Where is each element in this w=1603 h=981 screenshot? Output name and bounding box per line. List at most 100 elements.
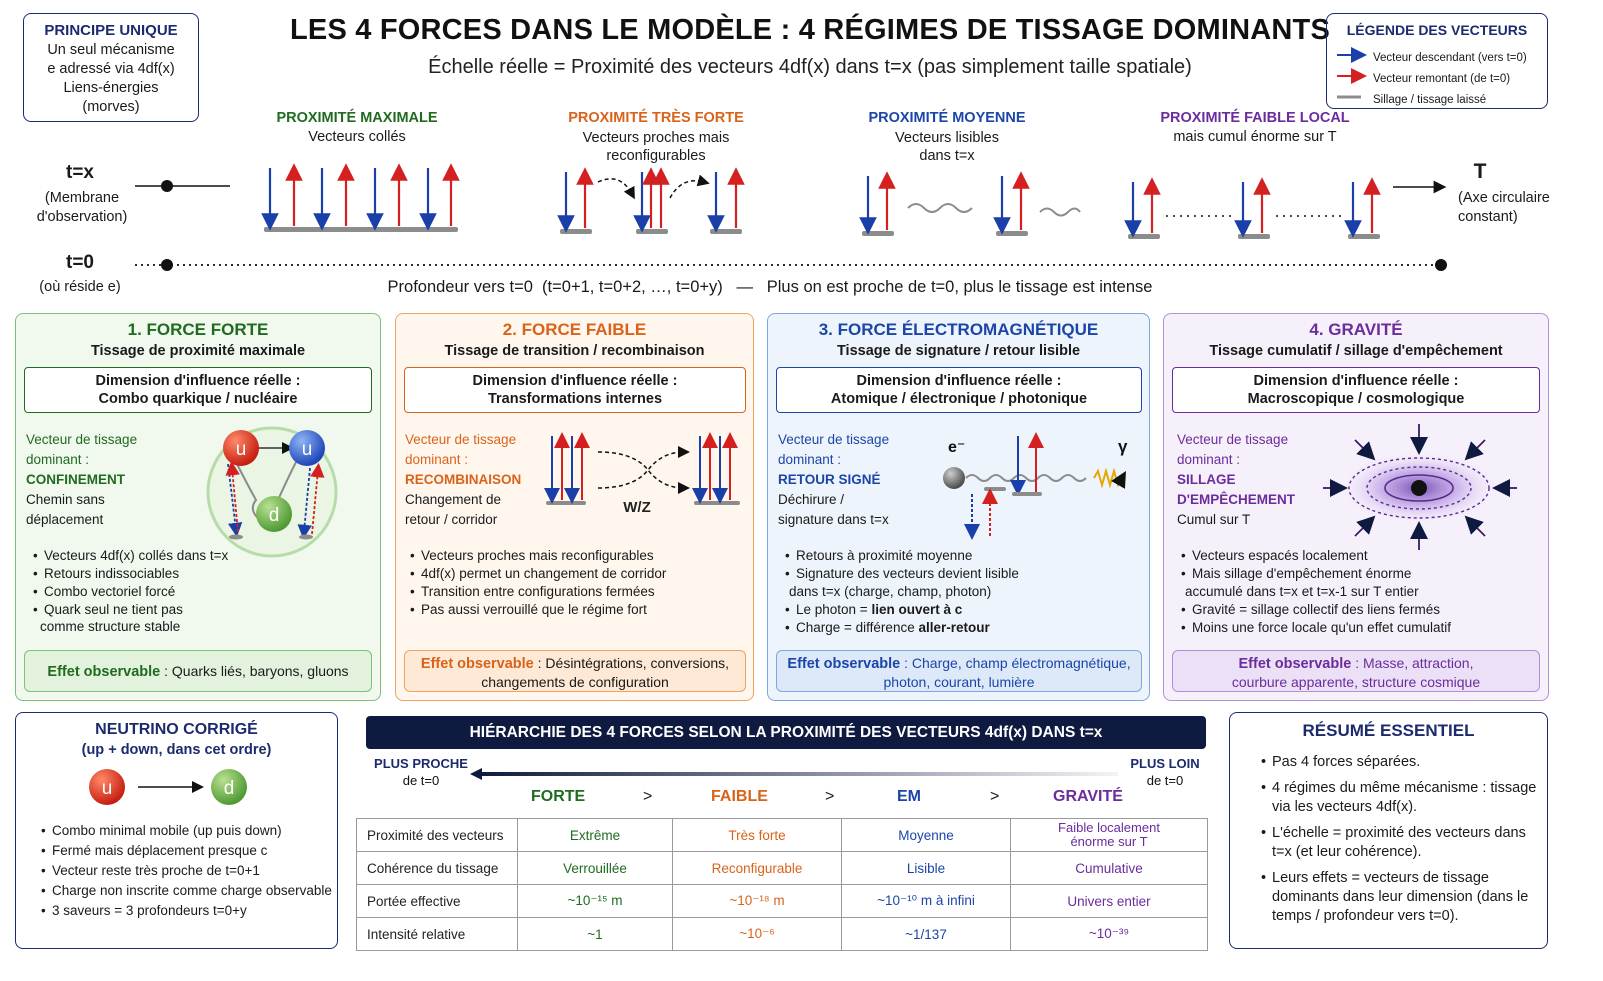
tx-note: d'observation) (36, 209, 128, 225)
cell-gravite: Cumulative (1010, 851, 1208, 885)
effect-box: Effet observable : Masse, attraction, co… (1172, 650, 1540, 692)
bullet-emphasis: aller-retour (918, 620, 990, 635)
resume-item: 4 régimes du même mécanisme : tissage vi… (1261, 779, 1542, 817)
hier-order-em: EM (897, 788, 921, 805)
wz-label: W/Z (623, 499, 651, 516)
effect-text: changements de configuration (481, 674, 669, 690)
force-panel-gravity: 4. GRAVITÉ Tissage cumulatif / sillage d… (1163, 313, 1549, 701)
force-subtitle: Tissage cumulatif / sillage d'empêchemen… (1209, 343, 1503, 359)
effect-text: : Désintégrations, conversions, (533, 655, 730, 671)
vec-desc: Cumul sur T (1177, 512, 1251, 527)
force-subtitle: Tissage de transition / recombinaison (444, 343, 705, 359)
timeline-diagram (135, 163, 1447, 271)
neutrino-d-label: d (224, 778, 235, 799)
bullet-item: Vecteur reste très proche de t=0+1 (41, 861, 332, 881)
tx-note: (Membrane (44, 190, 120, 206)
bullet-continuation: accumulé dans t=x et t=x-1 sur T entier (1185, 584, 1419, 599)
resume-title: RÉSUMÉ ESSENTIEL (1302, 721, 1475, 740)
regime-desc: Vecteurs proches mais (582, 130, 730, 146)
cell-gravite: Univers entier (1010, 884, 1208, 918)
vec-desc: signature dans t=x (778, 512, 889, 527)
dimension-box: Dimension d'influence réelle : Combo qua… (24, 367, 372, 413)
vec-value: CONFINEMENT (26, 472, 125, 487)
cell-forte: ~1 (517, 917, 673, 951)
dimension-box: Dimension d'influence réelle : Transform… (404, 367, 746, 413)
regime-desc: reconfigurables (606, 148, 706, 164)
dimension-value: Macroscopique / cosmologique (1247, 391, 1465, 407)
vec-label: dominant : (405, 452, 469, 467)
hier-sep: > (825, 788, 835, 805)
bullet-item: Mais sillage d'empêchement énorme (1181, 565, 1411, 583)
resume-item: Pas 4 forces séparées. (1261, 753, 1542, 772)
regime-desc: Vecteurs collés (308, 129, 406, 145)
vec-desc: déplacement (26, 512, 104, 527)
T-note: (Axe circulaire (1458, 190, 1550, 206)
bullet-text: Le photon = (796, 602, 872, 617)
resume-box: RÉSUMÉ ESSENTIEL Pas 4 forces séparées. … (1229, 712, 1548, 949)
vec-desc: retour / corridor (405, 512, 498, 527)
dimension-label: Dimension d'influence réelle : (95, 373, 301, 389)
bullet-item: Vecteurs 4df(x) collés dans t=x (33, 547, 228, 565)
principe-line: Liens-énergies (63, 80, 159, 96)
hier-order-gravite: GRAVITÉ (1053, 788, 1123, 805)
page-subtitle: Échelle réelle = Proximité des vecteurs … (428, 56, 1192, 78)
dimension-value: Atomique / électronique / photonique (830, 391, 1088, 407)
vec-desc: Déchirure / (778, 492, 845, 507)
cell-forte: ~10⁻¹⁵ m (517, 884, 673, 918)
hier-order-faible: FAIBLE (711, 788, 768, 805)
effect-box: Effet observable : Charge, champ électro… (776, 650, 1142, 692)
resume-item: L'échelle = proximité des vecteurs dans … (1261, 824, 1542, 862)
legend-title: LÉGENDE DES VECTEURS (1346, 22, 1528, 38)
dimension-label: Dimension d'influence réelle : (856, 373, 1062, 389)
t0-note: (où réside e) (39, 279, 121, 295)
dimension-value: Combo quarkique / nucléaire (98, 391, 298, 407)
effect-text: : Masse, attraction, (1351, 655, 1474, 671)
vec-value: RECOMBINAISON (405, 472, 522, 487)
t0-dot-right (1435, 259, 1447, 271)
cell-forte: Extrême (517, 818, 673, 852)
bullet-item: 4df(x) permet un changement de corridor (410, 565, 666, 583)
force-subtitle: Tissage de proximité maximale (90, 343, 306, 359)
effect-text: : Charge, champ électromagnétique, (900, 655, 1131, 671)
regime-desc: Vecteurs lisibles (895, 130, 999, 146)
force-bullets: Vecteurs 4df(x) collés dans t=x Retours … (30, 547, 228, 619)
vec-value: RETOUR SIGNÉ (778, 472, 881, 487)
force-bullets-2: Le photon = lien ouvert à c Charge = dif… (782, 601, 990, 637)
T-note: constant) (1458, 209, 1518, 225)
neutrino-title: NEUTRINO CORRIGÉ (95, 721, 258, 738)
quark-u-label: u (236, 439, 247, 460)
bullet-item: Retours à proximité moyenne (785, 547, 1019, 565)
principe-box: PRINCIPE UNIQUE Un seul mécanisme e adre… (23, 13, 199, 122)
bullet-continuation: dans t=x (charge, champ, photon) (789, 584, 992, 599)
vec-desc: Chemin sans (26, 492, 105, 507)
hier-left-label: de t=0 (402, 773, 440, 788)
effect-label: Effet observable (787, 656, 901, 672)
legend-item: Vecteur remontant (de t=0) (1373, 73, 1511, 85)
regime-desc: mais cumul énorme sur T (1173, 129, 1337, 145)
principe-line: (morves) (82, 99, 140, 115)
neutrino-subtitle: (up + down, dans cet ordre) (81, 742, 272, 758)
force-subtitle: Tissage de signature / retour lisible (836, 343, 1081, 359)
regime-title: PROXIMITÉ FAIBLE LOCAL (1160, 110, 1350, 126)
cell-em: Lisible (841, 851, 1011, 885)
cell-faible: Très forte (672, 818, 842, 852)
hier-order-row: FORTE > FAIBLE > EM > GRAVITÉ (513, 788, 1206, 808)
force-panel-em: 3. FORCE ÉLECTROMAGNÉTIQUE Tissage de si… (767, 313, 1150, 701)
page-title: LES 4 FORCES DANS LE MODÈLE : 4 RÉGIMES … (290, 14, 1330, 46)
regime-1-vectors (261, 163, 460, 232)
neutrino-bullets: Combo minimal mobile (up puis down) Ferm… (38, 821, 332, 921)
bullet-continuation: comme structure stable (40, 619, 181, 634)
bullet-item: Retours indissociables (33, 565, 228, 583)
cell-em: ~10⁻¹⁰ m à infini (841, 884, 1011, 918)
hier-gradient-arrow (470, 768, 1118, 780)
force-bullets-2: Gravité = sillage collectif des liens fe… (1178, 601, 1451, 637)
resume-list: Pas 4 forces séparées. 4 régimes du même… (1258, 753, 1542, 926)
bullet-item: Combo minimal mobile (up puis down) (41, 821, 332, 841)
vec-desc: Changement de (405, 492, 502, 507)
legend-swatches (1337, 47, 1367, 99)
T-label: T (1473, 160, 1487, 183)
dimension-label: Dimension d'influence réelle : (1253, 373, 1459, 389)
t0-dot-left (161, 259, 173, 271)
legend-item: Vecteur descendant (vers t=0) (1373, 52, 1527, 64)
quark-d-label: d (269, 505, 280, 526)
